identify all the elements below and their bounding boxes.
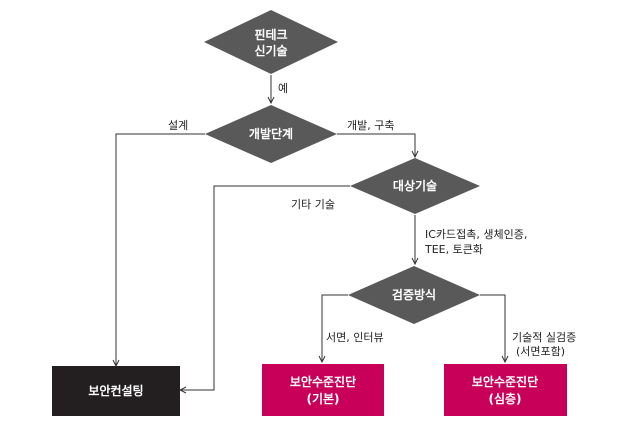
label-other-tech: 기타 기술 bbox=[291, 198, 335, 211]
deep-line2: (심층) bbox=[488, 391, 521, 406]
label-dev-build: 개발, 구축 bbox=[347, 119, 394, 132]
verify-method-label: 검증방식 bbox=[392, 287, 436, 302]
fintech-line2: 신기술 bbox=[254, 43, 287, 58]
basic-line2: (기본) bbox=[306, 391, 339, 406]
label-design: 설계 bbox=[168, 119, 188, 132]
label-ic-line2: TEE, 토큰화 bbox=[424, 243, 483, 256]
diamond-shape bbox=[350, 158, 480, 214]
edge-technical bbox=[480, 294, 505, 362]
target-tech-label: 대상기술 bbox=[393, 178, 437, 193]
label-tech-line2: (서면포함) bbox=[516, 345, 565, 358]
box-basic: 보안수준진단 (기본) bbox=[262, 364, 384, 416]
diamond-target-tech: 대상기술 bbox=[350, 158, 480, 214]
box-consulting: 보안컨설팅 bbox=[52, 366, 180, 416]
label-yes: 예 bbox=[278, 82, 288, 95]
edge-other-tech bbox=[180, 185, 350, 390]
diamond-verify-method: 검증방식 bbox=[348, 266, 480, 324]
fintech-line1: 핀테크 bbox=[254, 27, 287, 42]
label-doc-interview: 서면, 인터뷰 bbox=[326, 331, 384, 344]
diamond-dev-stage: 개발단계 bbox=[205, 105, 337, 163]
diamond-shape bbox=[205, 105, 337, 163]
edge-dev-build bbox=[337, 133, 415, 157]
edge-doc-interview bbox=[322, 294, 348, 362]
box-shape bbox=[262, 364, 384, 416]
consulting-label: 보안컨설팅 bbox=[88, 383, 143, 398]
edge-design bbox=[116, 133, 205, 366]
basic-line1: 보안수준진단 bbox=[290, 374, 356, 389]
diamond-fintech: 핀테크 신기술 bbox=[204, 10, 338, 74]
deep-line1: 보안수준진단 bbox=[472, 374, 538, 389]
box-shape bbox=[52, 366, 180, 416]
label-ic-line1: IC카드접촉, 생체인증, bbox=[425, 228, 527, 241]
connectors bbox=[116, 75, 505, 390]
box-shape bbox=[444, 364, 567, 416]
diamond-shape bbox=[204, 10, 338, 74]
label-tech-line1: 기술적 실검증 bbox=[512, 331, 576, 344]
box-deep: 보안수준진단 (심층) bbox=[444, 364, 567, 416]
dev-stage-label: 개발단계 bbox=[249, 126, 293, 141]
diamond-shape bbox=[348, 266, 480, 324]
